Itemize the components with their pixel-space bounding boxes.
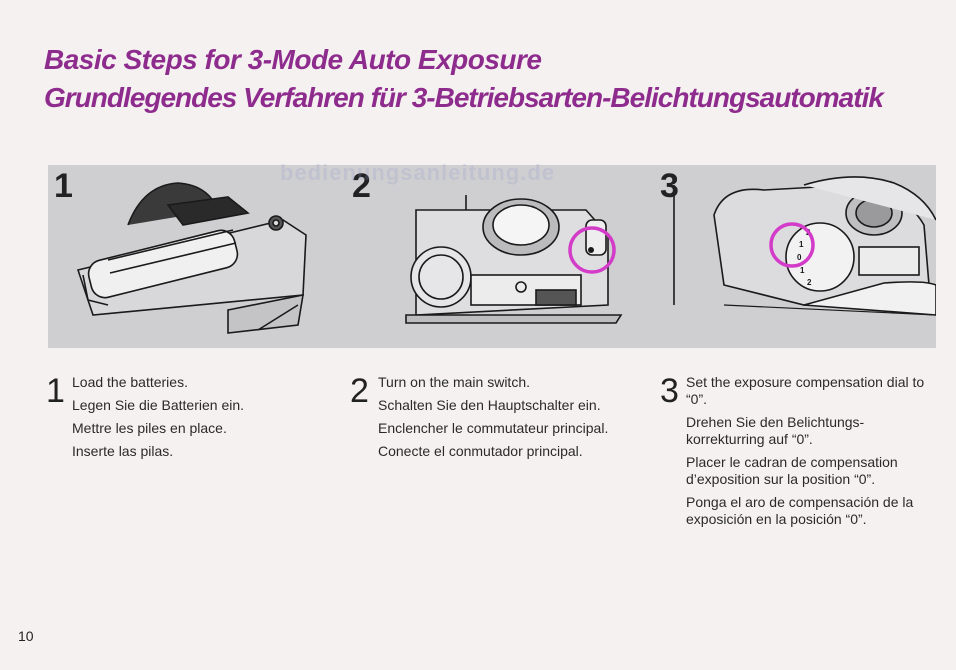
highlight-circle [769, 222, 815, 268]
step-text-en: Load the batteries. [72, 374, 188, 390]
step-text-de: Schalten Sie den Hauptschalter ein. [378, 397, 601, 413]
step-text-es: Conecte el conmutador principal. [378, 443, 583, 459]
main-switch-illustration [405, 195, 623, 324]
step-text-fr: Mettre les piles en place. [72, 420, 227, 436]
step-text-es: Ponga el aro de compensación de la expos… [686, 494, 914, 527]
exposure-compensation-dial [785, 222, 855, 292]
illustration-step-1: 1 [48, 165, 318, 348]
watermark: bedienungsanleitung.de [280, 160, 556, 185]
step-number: 1 [46, 372, 65, 410]
page-number: 10 [18, 628, 34, 644]
step-text-en: Set the exposure compensation dial to “0… [686, 374, 925, 407]
dial-label: 2 [807, 278, 812, 287]
dial-label: 0 [797, 253, 802, 262]
illustration-step-3: 2 1 0 1 2 3 [654, 165, 936, 348]
step-text-de: Drehen Sie den Belichtungs-korrekturring… [686, 414, 865, 447]
illustration-number-1: 1 [54, 167, 73, 205]
step-number: 3 [660, 372, 679, 410]
illustration-band: 1 2 [48, 165, 936, 348]
step-text-fr: Enclencher le commutateur principal. [378, 420, 609, 436]
step-text-fr: Placer le cadran de compensation d’expos… [686, 454, 898, 487]
illustration-number-3: 3 [660, 167, 679, 205]
page-title-german: Grundlegendes Verfahren für 3-Betriebsar… [44, 82, 884, 113]
dial-label: 1 [799, 240, 804, 249]
step-number: 2 [350, 372, 369, 410]
illustration-number-2: 2 [352, 167, 371, 205]
highlight-circle [568, 226, 616, 274]
page-title-english: Basic Steps for 3-Mode Auto Exposure [44, 44, 542, 75]
step-text-en: Turn on the main switch. [378, 374, 530, 390]
illustration-step-2: 2 [346, 165, 626, 348]
step-text-de: Legen Sie die Batterien ein. [72, 397, 245, 413]
exposure-dial-illustration: 2 1 0 1 2 [673, 176, 936, 316]
step-text-es: Inserte las pilas. [72, 443, 174, 459]
dial-label: 1 [800, 266, 805, 275]
battery-loading-illustration [76, 182, 307, 334]
